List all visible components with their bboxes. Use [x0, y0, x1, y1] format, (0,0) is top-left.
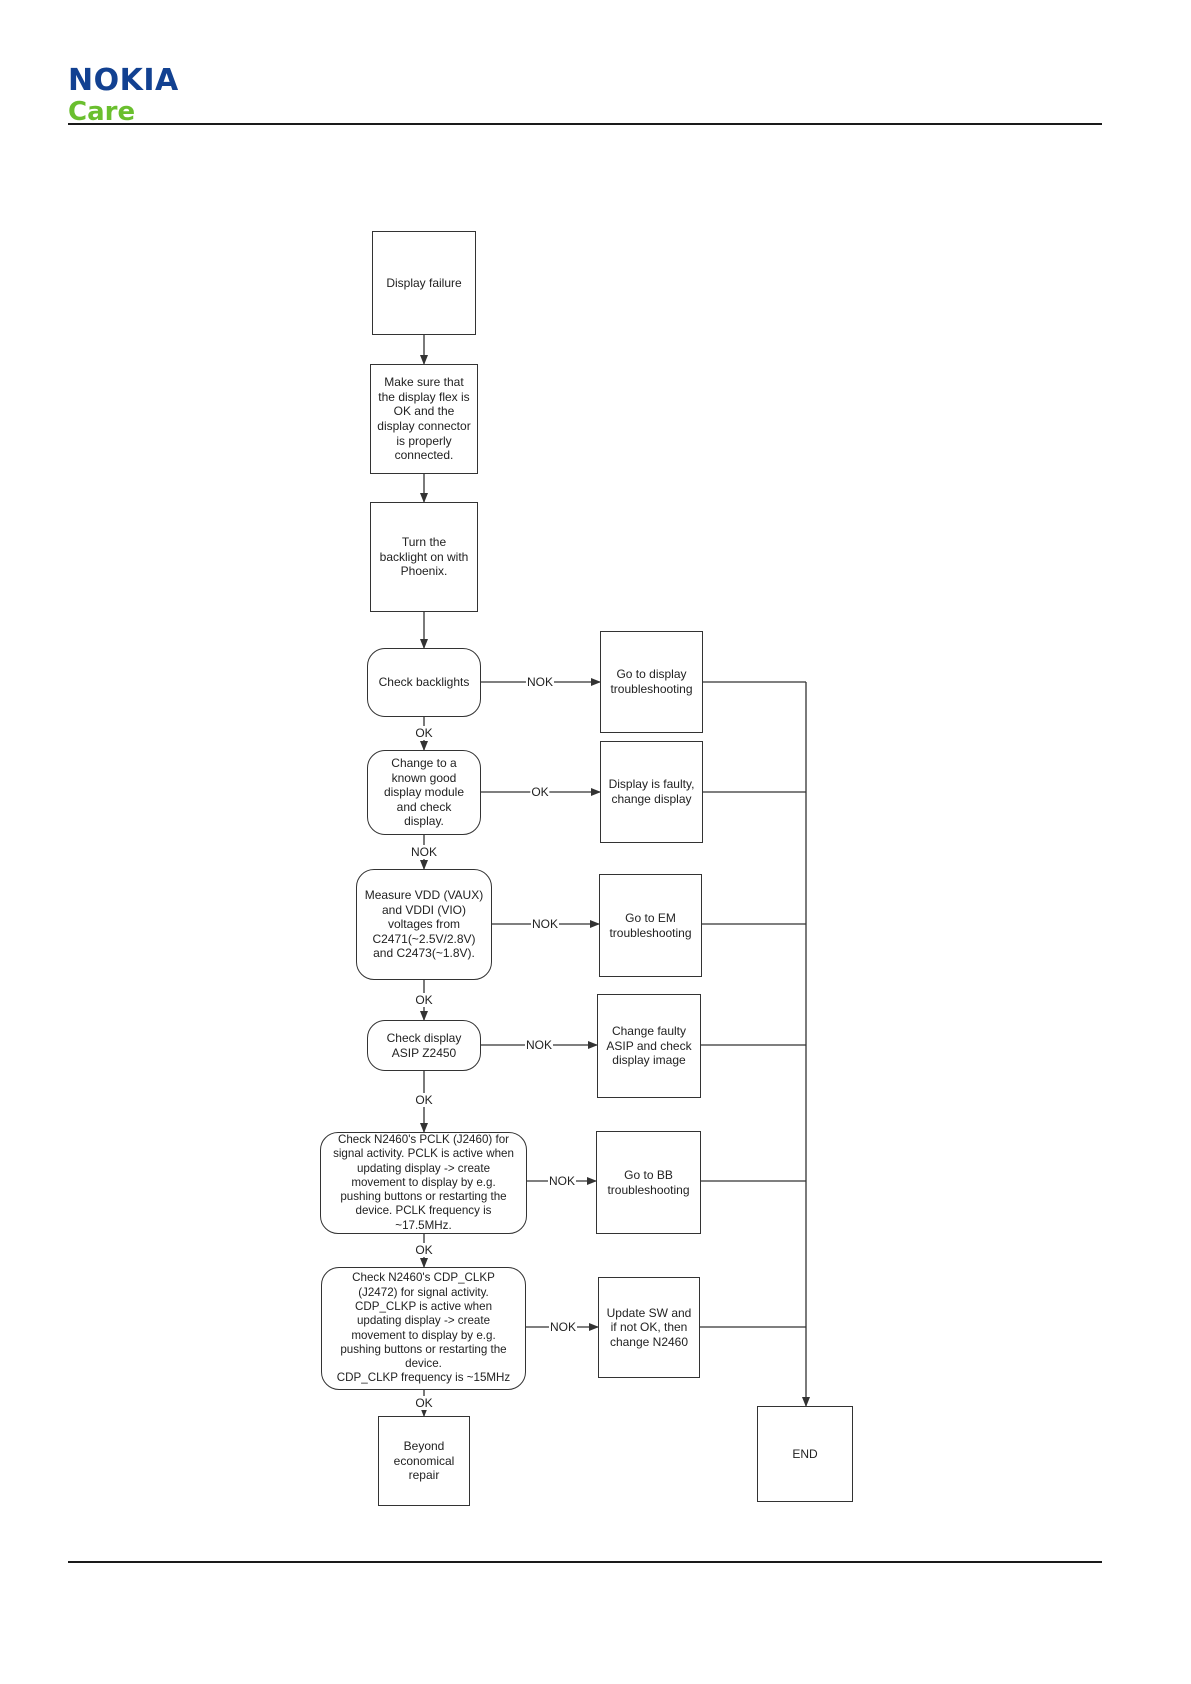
label-ok: OK: [414, 1243, 434, 1257]
label-ok: OK: [414, 993, 434, 1007]
end-node: END: [757, 1406, 853, 1502]
label-nok: NOK: [524, 1038, 554, 1052]
label-nok: NOK: [525, 675, 555, 689]
label-nok: NOK: [530, 917, 560, 931]
decision-check-asip: Check display ASIP Z2450: [367, 1020, 481, 1071]
decision-measure-vdd: Measure VDD (VAUX) and VDDI (VIO) voltag…: [356, 869, 492, 980]
step-turn-backlight: Turn the backlight on with Phoenix.: [370, 502, 478, 612]
footer-rule: [68, 1561, 1102, 1563]
action-change-faulty-asip: Change faulty ASIP and check display ima…: [597, 994, 701, 1098]
label-nok: NOK: [547, 1174, 577, 1188]
logo-nokia-text: NOKIA: [68, 63, 179, 98]
label-ok: OK: [530, 785, 550, 799]
decision-check-cdp-clkp: Check N2460's CDP_CLKP (J2472) for signa…: [321, 1267, 526, 1390]
action-update-sw: Update SW and if not OK, then change N24…: [598, 1277, 700, 1378]
label-nok: NOK: [548, 1320, 578, 1334]
action-go-display-troubleshooting: Go to display troubleshooting: [600, 631, 703, 733]
action-go-em-troubleshooting: Go to EM troubleshooting: [599, 874, 702, 977]
end-beyond-economical-repair: Beyond economical repair: [378, 1416, 470, 1506]
action-go-bb-troubleshooting: Go to BB troubleshooting: [596, 1131, 701, 1234]
label-ok: OK: [414, 1396, 434, 1410]
decision-check-backlights: Check backlights: [367, 648, 481, 717]
decision-change-display-module: Change to a known good display module an…: [367, 750, 481, 835]
header-rule: [68, 123, 1102, 125]
label-ok: OK: [414, 1093, 434, 1107]
start-display-failure: Display failure: [372, 231, 476, 335]
logo-care-text: Care: [68, 97, 136, 127]
action-display-faulty: Display is faulty, change display: [600, 741, 703, 843]
decision-check-pclk: Check N2460's PCLK (J2460) for signal ac…: [320, 1132, 527, 1234]
label-ok: OK: [414, 726, 434, 740]
step-check-flex: Make sure that the display flex is OK an…: [370, 364, 478, 474]
nokia-care-logo: NOKIA Care: [68, 63, 179, 127]
label-nok: NOK: [409, 845, 439, 859]
